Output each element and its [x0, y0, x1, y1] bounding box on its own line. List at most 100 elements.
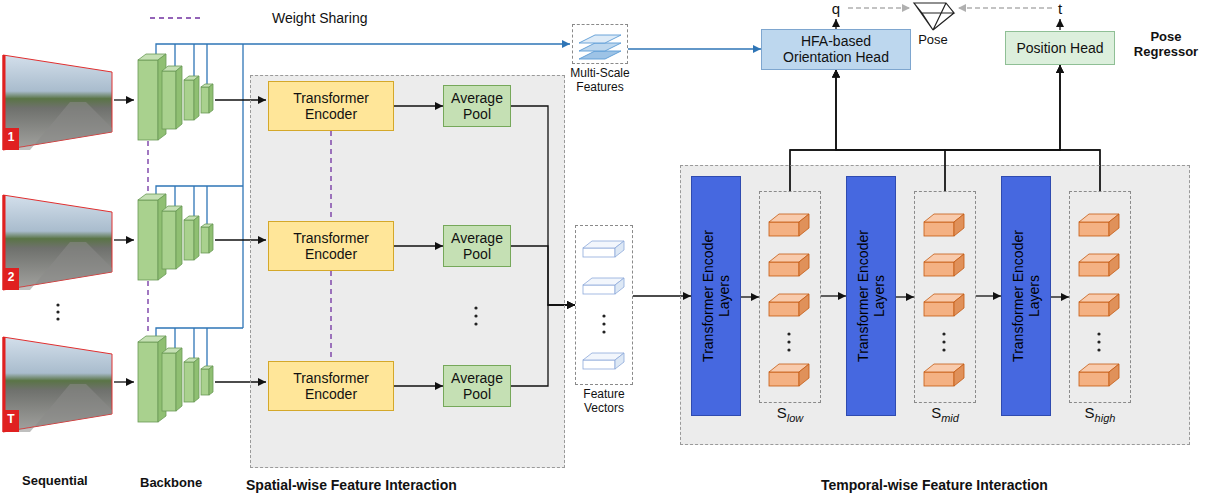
set-symbol: S — [1085, 404, 1095, 421]
label-holder: Pose Regressor — [1128, 30, 1204, 60]
label-holder: T — [3, 413, 19, 427]
box-label: Transformer Encoder Layers — [1010, 216, 1042, 376]
connector — [330, 271, 331, 361]
box-label: Transformer Encoder — [274, 90, 388, 122]
frame-number: 1 — [3, 131, 19, 145]
feature-box: Multi-Scale Features — [572, 24, 628, 64]
connector — [394, 245, 443, 246]
backbone-arrows — [215, 100, 266, 382]
rotated-label-holder: Transformer Encoder Layers — [855, 216, 887, 376]
label-holder: Pose — [908, 33, 958, 48]
connector — [511, 305, 575, 386]
box-label: Transformer Encoder — [274, 230, 388, 262]
box-label: Transformer Encoder Layers — [700, 216, 732, 376]
feature-block — [1079, 294, 1119, 316]
vector-dots — [602, 314, 605, 333]
backbone-network — [138, 54, 213, 140]
caption-holder: Smid — [915, 404, 975, 424]
connector — [1051, 296, 1069, 297]
backbone-network — [138, 336, 213, 422]
group-caption: Spatial-wise Feature Interaction — [246, 477, 457, 493]
section-title: Pose Regressor — [1128, 30, 1204, 60]
head-box: Position Head — [1005, 31, 1115, 65]
encoder-layers-box: Transformer Encoder Layers — [691, 176, 741, 416]
legend-entry: Weight Sharing — [148, 8, 367, 28]
box-label: Position Head — [1016, 40, 1103, 56]
weight-sharing-line — [147, 141, 148, 335]
feature-block — [924, 254, 964, 276]
connector — [836, 70, 945, 192]
legend-text: Weight Sharing — [272, 10, 367, 26]
box-label: Average Pool — [449, 230, 505, 262]
feature-block — [924, 214, 964, 236]
feature-block — [769, 294, 809, 316]
encoder-layers-box: Transformer Encoder Layers — [846, 176, 896, 416]
caption-holder: Feature Vectors — [564, 387, 644, 416]
multi-scale-wires — [156, 44, 570, 366]
connector — [511, 106, 575, 305]
group-caption-holder: Temporal-wise Feature Interaction — [821, 477, 1048, 493]
frame-number: T — [3, 413, 19, 427]
feature-box: Feature Vectors — [575, 225, 633, 385]
connector — [741, 296, 759, 297]
feature-vector — [583, 241, 624, 257]
connector — [511, 246, 575, 305]
feature-block — [769, 364, 809, 386]
multi-scale-icon — [579, 35, 621, 59]
connector — [394, 385, 443, 386]
set-symbol: S — [777, 404, 787, 421]
feature-block — [924, 364, 964, 386]
group-ground — [250, 75, 565, 468]
label-holder: Sequential — [22, 474, 88, 489]
feature-block — [924, 294, 964, 316]
section-title: Backbone — [140, 476, 202, 491]
input-image — [3, 337, 112, 432]
image-dots — [56, 303, 59, 320]
pose-label: Pose — [908, 33, 958, 48]
connector — [821, 295, 846, 296]
set-subscript: high — [1095, 412, 1116, 424]
connector — [628, 48, 761, 49]
set-subscript: mid — [941, 412, 959, 424]
backbone-network — [138, 194, 213, 280]
pool-box: Average Pool — [443, 85, 511, 127]
label-holder: t — [1050, 0, 1070, 17]
pool-box: Average Pool — [443, 365, 511, 407]
feature-block — [1079, 254, 1119, 276]
group-caption-holder: Spatial-wise Feature Interaction — [246, 477, 457, 493]
set-symbol: S — [931, 404, 941, 421]
box-label: Average Pool — [449, 90, 505, 122]
input-arrows — [114, 100, 134, 382]
label-holder: Backbone — [140, 476, 202, 491]
encoder-box: Transformer Encoder — [268, 221, 394, 271]
head-box: HFA-based Orientation Head — [761, 29, 911, 70]
output-symbol: q — [826, 0, 846, 17]
label-holder: q — [826, 0, 846, 17]
encoder-box: Transformer Encoder — [268, 81, 394, 131]
feature-set-box: Slow — [759, 191, 821, 403]
feature-vector — [583, 353, 624, 369]
rotated-label-holder: Transformer Encoder Layers — [700, 216, 732, 376]
connector — [976, 295, 1001, 296]
legend-line — [150, 17, 204, 19]
connector — [790, 65, 1060, 191]
group-ground — [680, 165, 1190, 445]
encoder-layers-box: Transformer Encoder Layers — [1001, 176, 1051, 416]
legend-sample — [148, 8, 208, 28]
label-holder: 1 — [3, 131, 19, 145]
connector — [394, 105, 443, 106]
group-region: Transformer Encoder LayersSlowTransforme… — [680, 165, 1190, 445]
box-label: Transformer Encoder — [274, 370, 388, 402]
feature-set-box: Smid — [914, 191, 976, 403]
feature-block — [1079, 364, 1119, 386]
rotated-label-holder: Transformer Encoder Layers — [1010, 216, 1042, 376]
input-image — [3, 195, 112, 290]
set-subscript: low — [787, 412, 804, 424]
encoder-box: Transformer Encoder — [268, 361, 394, 411]
frame-number: 2 — [3, 271, 19, 285]
pool-box: Average Pool — [443, 225, 511, 267]
label-holder: 2 — [3, 271, 19, 285]
caption-holder: Slow — [760, 404, 820, 424]
input-image — [3, 55, 112, 150]
